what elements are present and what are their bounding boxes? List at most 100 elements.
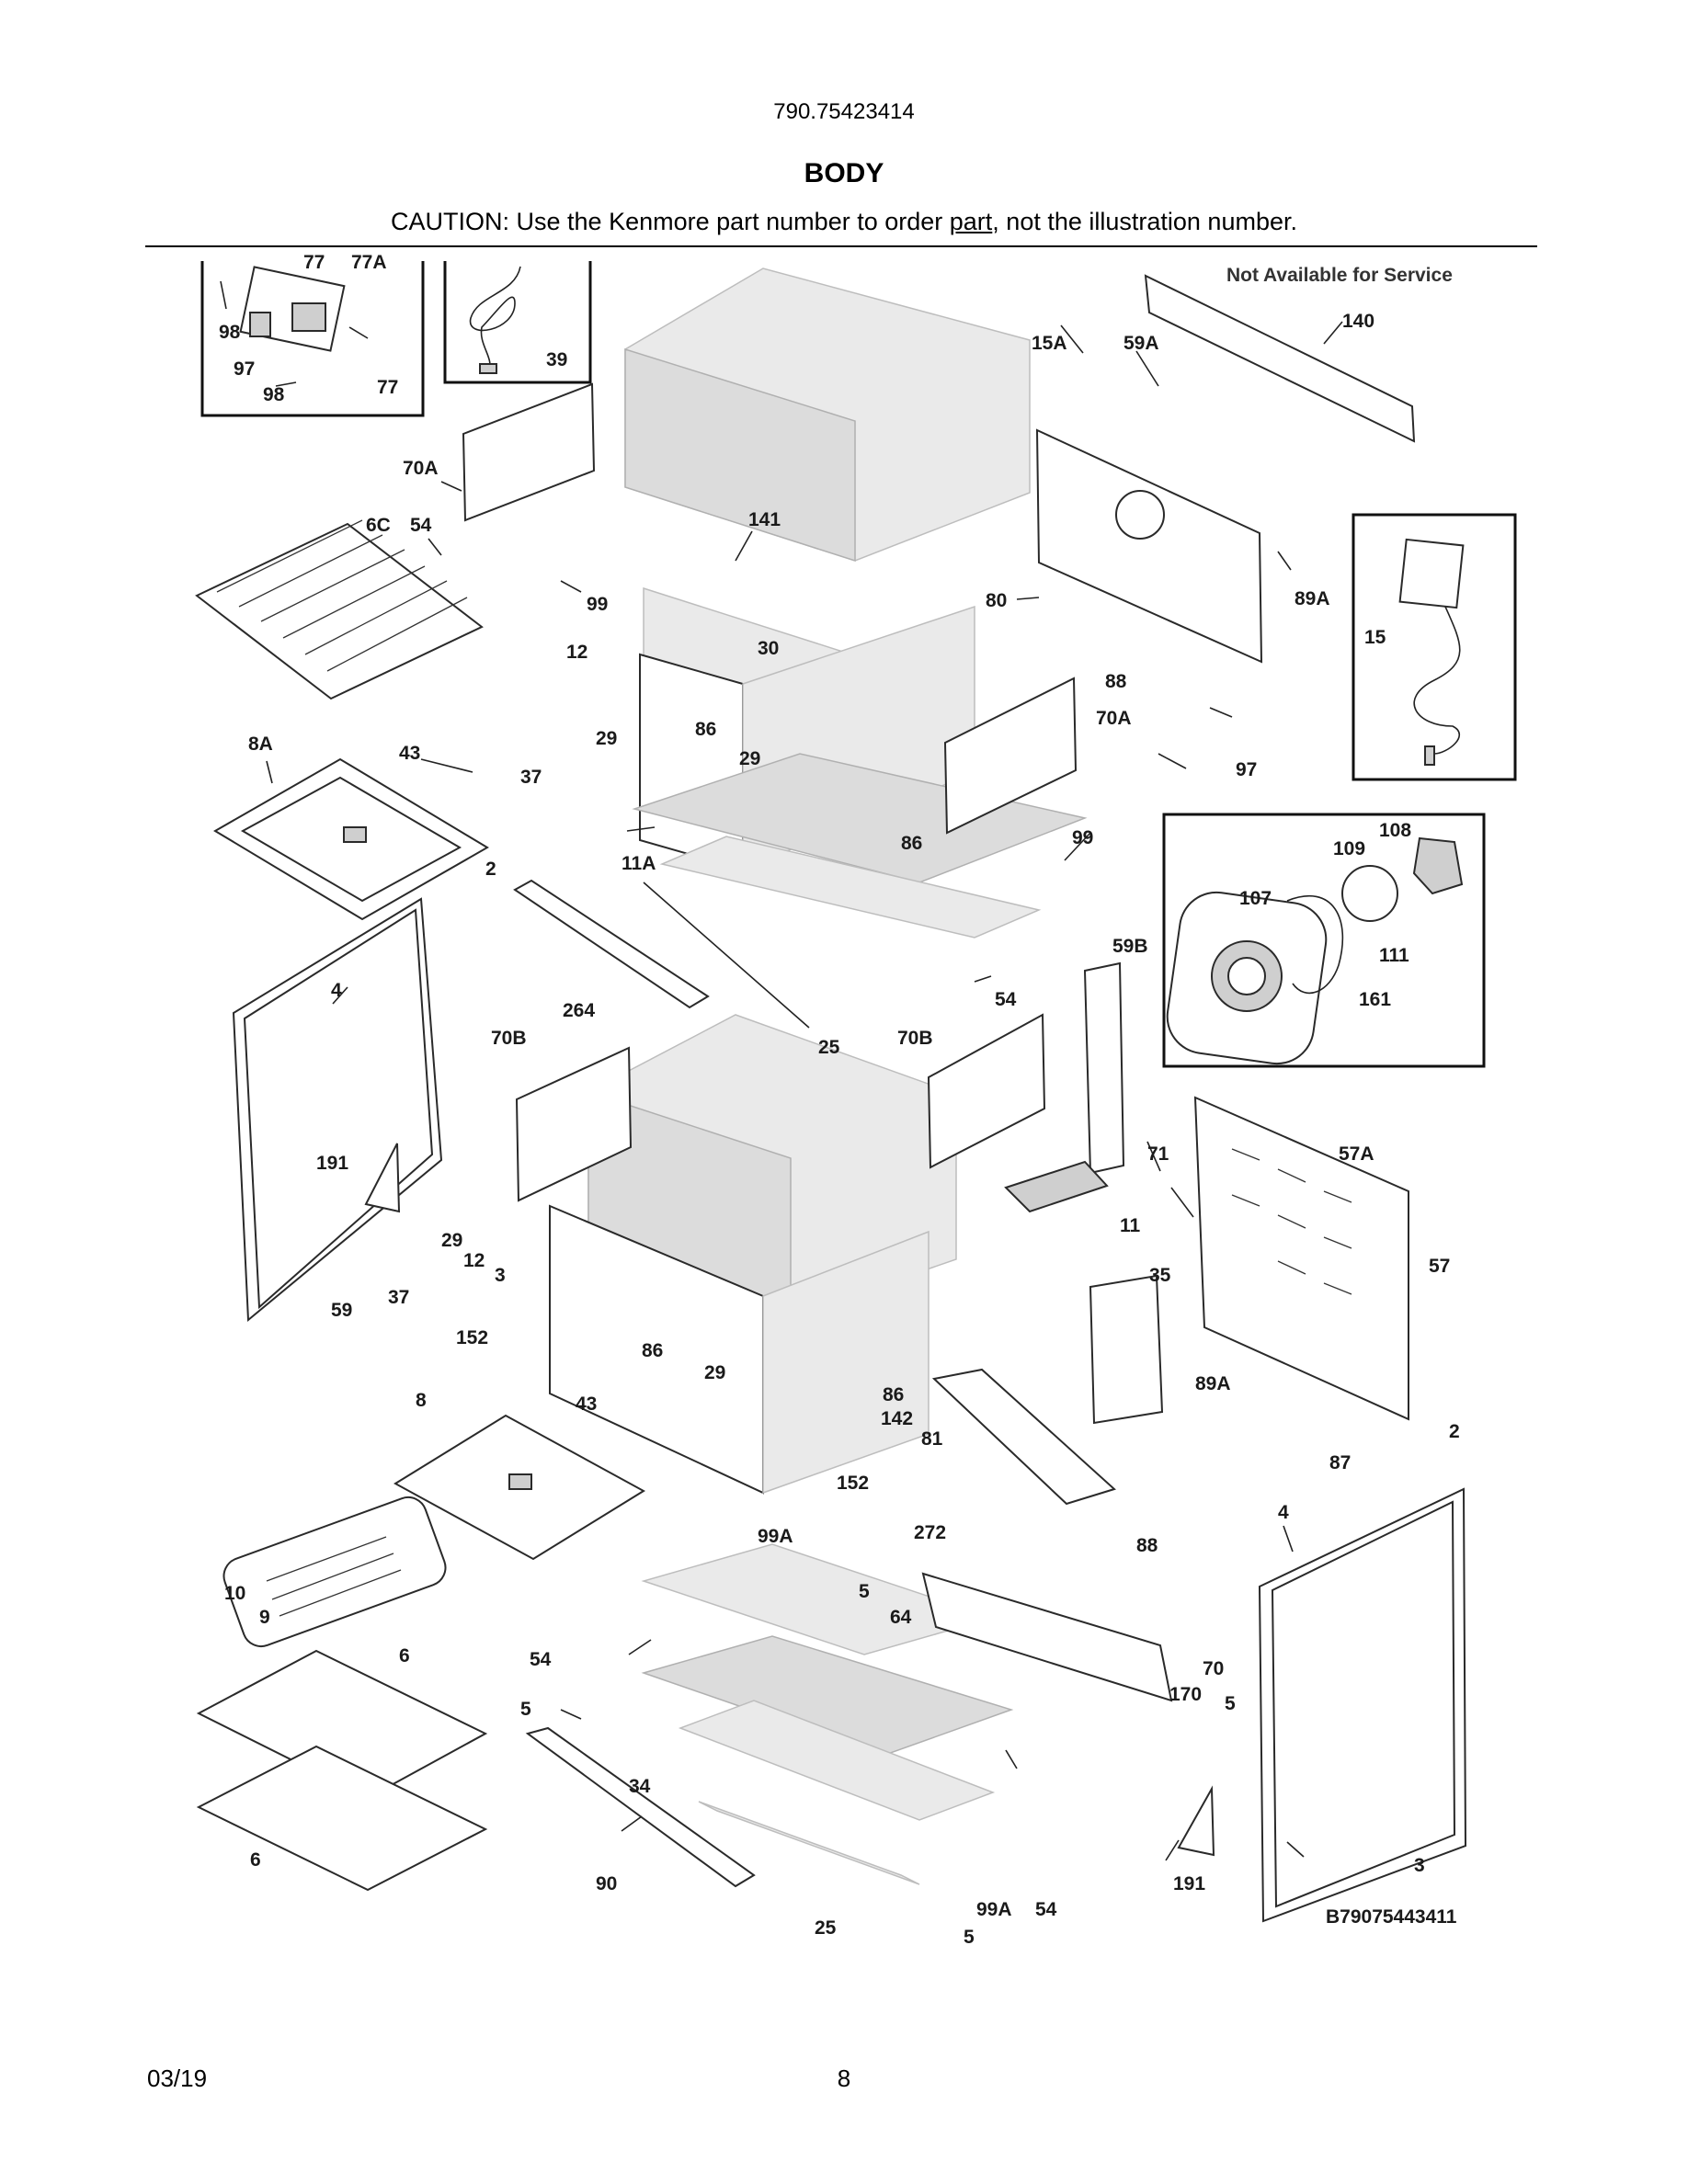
callout-59a: 59A <box>1123 333 1159 354</box>
callout-264: 264 <box>563 1000 595 1021</box>
callout-29: 29 <box>596 728 617 749</box>
callout-5: 5 <box>859 1581 870 1602</box>
callout-6: 6 <box>399 1645 410 1666</box>
callout-108: 108 <box>1379 820 1411 841</box>
lower-oven-cavity <box>549 1014 1014 1885</box>
gussets-191 <box>364 1143 1215 1857</box>
callout-39: 39 <box>546 349 567 370</box>
callout-25: 25 <box>815 1917 837 1939</box>
caution-suffix: , not the illustration number. <box>992 208 1297 235</box>
callout-2: 2 <box>485 859 496 880</box>
rear-panel-59a <box>1035 428 1263 664</box>
callout-2: 2 <box>1449 1421 1460 1442</box>
exploded-parts-diagram: 77 77A 98 97 98 77 39 15A 59A 140 70A 6C… <box>195 252 1517 1948</box>
callout-43: 43 <box>399 743 420 764</box>
callout-107: 107 <box>1239 888 1272 909</box>
callout-4: 4 <box>331 980 342 1001</box>
callout-152: 152 <box>456 1327 488 1348</box>
inset-display-board <box>1352 513 1517 781</box>
callout-11: 3 <box>495 1265 506 1286</box>
bracket-140 <box>1144 274 1416 443</box>
callout-29: 29 <box>441 1230 462 1251</box>
callout-29: 29 <box>704 1362 725 1383</box>
callout-30: 30 <box>758 638 779 659</box>
model-number: 790.75423414 <box>773 99 915 124</box>
callout-99a: 99A <box>976 1899 1012 1920</box>
callout-142: 142 <box>881 1408 913 1429</box>
callout-88: 88 <box>1105 671 1127 692</box>
drawing-id: B79075443411 <box>1326 1906 1457 1928</box>
page-number: 8 <box>837 2065 851 2092</box>
callout-161: 161 <box>1359 989 1391 1010</box>
footer-date: 03/19 <box>147 2065 208 2092</box>
callout-15a: 15A <box>1032 333 1067 354</box>
header-rule <box>145 245 1537 247</box>
callout-87: 87 <box>1329 1452 1351 1473</box>
callout-111: 111 <box>1379 945 1409 966</box>
callout-35: 35 <box>1149 1265 1171 1286</box>
callout-6c: 6C <box>366 515 391 536</box>
callout-34: 34 <box>629 1776 651 1797</box>
callout-90: 90 <box>596 1873 617 1894</box>
callout-97: 97 <box>1236 759 1257 780</box>
racks-6 <box>196 1649 488 1892</box>
side-panel-left-3 <box>232 897 443 1323</box>
callout-37: 37 <box>388 1287 409 1308</box>
callout-4: 4 <box>1278 1502 1289 1523</box>
rack-6c <box>195 519 484 700</box>
callout-86: 86 <box>901 833 922 854</box>
callout-140: 140 <box>1342 311 1374 332</box>
broiler-pan-9-10 <box>222 1496 447 1648</box>
callout-152: 152 <box>837 1473 869 1494</box>
caution-prefix: CAUTION: Use the Kenmore part number to … <box>391 208 950 235</box>
callout-88: 88 <box>1136 1535 1158 1556</box>
callout-15: 15 <box>1364 627 1386 648</box>
callout-11a: 11A <box>622 853 656 874</box>
callout-99a: 99A <box>758 1526 793 1547</box>
callout-8a: 8A <box>248 734 273 755</box>
callout-5: 5 <box>1225 1693 1236 1714</box>
back-panel-71 <box>1193 1096 1409 1421</box>
inset-control-board <box>200 261 425 417</box>
callout-57a: 57A <box>1339 1143 1374 1165</box>
callout-5: 5 <box>964 1927 975 1948</box>
callout-98: 98 <box>263 384 285 405</box>
callout-98: 98 <box>219 322 241 343</box>
callout-29: 29 <box>739 748 760 769</box>
callout-86: 86 <box>642 1340 663 1361</box>
callout-86: 86 <box>695 719 716 740</box>
callout-54: 54 <box>1035 1899 1057 1920</box>
callout-89a: 89A <box>1195 1373 1231 1394</box>
callout-12: 12 <box>463 1250 485 1271</box>
rail-264 <box>513 879 710 1009</box>
callout-70b: 70B <box>897 1028 933 1049</box>
callout-77: 77 <box>303 252 325 273</box>
callout-25: 25 <box>818 1037 840 1058</box>
callout-64: 64 <box>890 1607 912 1628</box>
lower-bracket-70 <box>921 1572 1173 1702</box>
bracket-142 <box>931 1368 1116 1506</box>
oven-top-8a <box>213 757 489 921</box>
callout-81: 81 <box>921 1428 943 1450</box>
callout-9: 9 <box>259 1607 270 1628</box>
callout-86: 86 <box>883 1384 904 1405</box>
callout-97: 97 <box>234 358 255 380</box>
callout-54: 54 <box>410 515 432 536</box>
callout-54: 54 <box>995 989 1017 1010</box>
callout-77a: 77A <box>351 252 387 273</box>
caution-note: CAUTION: Use the Kenmore part number to … <box>0 208 1688 236</box>
callout-54: 54 <box>530 1649 552 1670</box>
callout-70a: 70A <box>403 458 439 479</box>
shield-35 <box>1089 1274 1164 1425</box>
callout-272: 272 <box>914 1522 946 1543</box>
callout-99: 99 <box>587 594 608 615</box>
inset-convection-fan <box>1162 813 1486 1068</box>
callout-37: 37 <box>520 767 542 788</box>
upper-oven-cavity <box>624 267 1088 1029</box>
callout-77: 77 <box>377 377 398 398</box>
callout-89a: 89A <box>1295 588 1330 609</box>
callout-57: 57 <box>1429 1256 1450 1277</box>
callout-10: 10 <box>224 1583 245 1604</box>
page-title: BODY <box>804 158 884 188</box>
callout-170: 170 <box>1169 1684 1202 1705</box>
